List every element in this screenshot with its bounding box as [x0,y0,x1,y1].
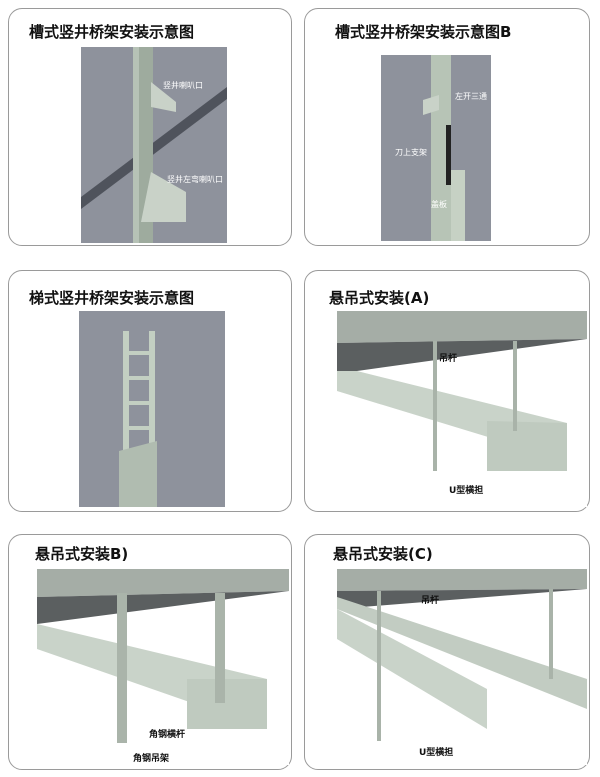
panel-trough-vertical-b: 槽式竖井桥架安装示意图B 左开三通 刀上支架 盖板 [304,8,590,246]
callout-label: 吊杆 [421,596,440,606]
callout-label: 竖井喇叭口 [163,81,203,90]
panel-title: 悬吊式安装(A) [329,289,430,307]
callout-label: 角钢横杆 [149,730,186,740]
callout-label: 吊杆 [439,354,458,364]
suspended-a-illustration: 吊杆 U型横担 [337,311,587,507]
panel-suspended-c: 悬吊式安装(C) 吊杆 U型横担 [304,534,590,770]
callout-label: 刀上支架 [395,148,427,157]
callout-label: 角钢吊架 [133,754,170,764]
suspended-b-illustration: 角钢横杆 角钢吊架 [37,569,289,765]
callout-label: U型横担 [449,486,484,496]
panel-title: 梯式竖井桥架安装示意图 [29,289,195,307]
callout-label: 左开三通 [455,92,487,101]
trough-vertical-illustration: 竖井喇叭口 竖井左弯喇叭口 [81,47,227,243]
callout-label: 盖板 [431,200,447,209]
panel-title: 槽式竖井桥架安装示意图B [335,23,512,41]
panel-suspended-a: 悬吊式安装(A) 吊杆 U型横担 [304,270,590,512]
panel-title: 悬吊式安装(C) [333,545,433,563]
panel-suspended-b: 悬吊式安装B) 角钢横杆 角钢吊架 [8,534,292,770]
panel-title: 槽式竖井桥架安装示意图 [29,23,195,41]
callout-label: 竖井左弯喇叭口 [167,175,223,184]
panel-title: 悬吊式安装B) [35,545,129,563]
callout-label: U型横担 [419,748,454,758]
suspended-c-illustration: 吊杆 U型横担 [337,569,587,765]
trough-vertical-b-illustration: 左开三通 刀上支架 盖板 [381,55,491,241]
ladder-vertical-illustration [79,311,225,507]
panel-trough-vertical: 槽式竖井桥架安装示意图 竖井喇叭口 竖井左弯喇叭口 [8,8,292,246]
panel-ladder-vertical: 梯式竖井桥架安装示意图 [8,270,292,512]
